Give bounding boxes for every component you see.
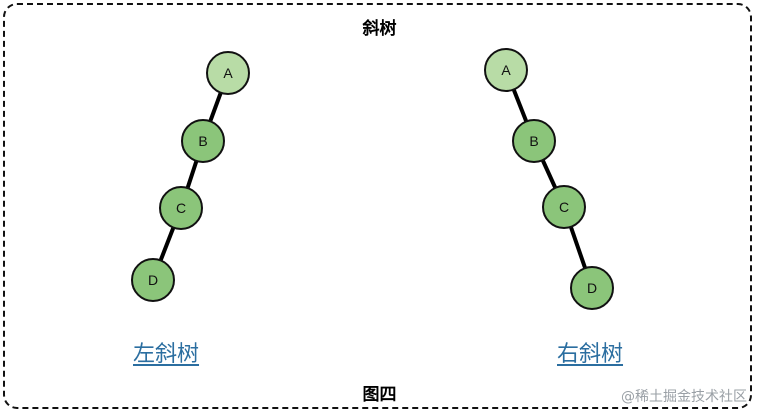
right-node-b-label: B (529, 133, 538, 149)
right-node-d-label: D (587, 280, 597, 296)
left-node-a: A (206, 51, 250, 95)
right-node-c: C (542, 185, 586, 229)
left-node-b-label: B (198, 133, 207, 149)
figure-caption: 图四 (362, 385, 397, 405)
left-node-c: C (159, 186, 203, 230)
diagram-title: 斜树 (362, 19, 397, 39)
dashed-frame (3, 3, 752, 409)
left-node-a-label: A (223, 65, 233, 81)
left-node-d-label: D (148, 272, 158, 288)
left-skew-tree: A B C D (131, 51, 250, 302)
right-node-b: B (512, 119, 556, 163)
right-node-c-label: C (559, 199, 569, 215)
right-tree-label[interactable]: 右斜树 (557, 342, 624, 367)
right-node-a: A (484, 48, 528, 92)
left-tree-label[interactable]: 左斜树 (133, 342, 200, 367)
right-node-d: D (570, 266, 614, 310)
left-node-c-label: C (176, 200, 186, 216)
left-node-b: B (181, 119, 225, 163)
watermark: @稀土掘金技术社区 (621, 389, 747, 405)
right-node-a-label: A (501, 62, 511, 78)
right-skew-tree: A B C D (484, 48, 614, 310)
left-node-d: D (131, 258, 175, 302)
